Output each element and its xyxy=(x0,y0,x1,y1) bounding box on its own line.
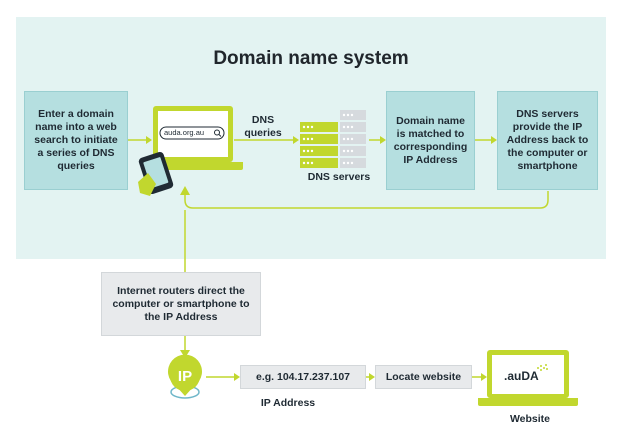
smartphone-icon xyxy=(138,151,174,196)
arrowhead-step2 xyxy=(380,136,386,144)
arrowhead-servers xyxy=(293,136,299,144)
ip-address-label: IP Address xyxy=(260,397,316,409)
arrowhead-ip xyxy=(180,350,190,358)
website-monitor-icon xyxy=(478,350,578,406)
website-label: Website xyxy=(509,413,551,425)
step1-box: Enter a domain name into a web search to… xyxy=(24,91,128,190)
arrowhead-locate xyxy=(369,373,375,381)
website-logo: .auDA xyxy=(504,369,539,383)
ip-pin-icon xyxy=(167,354,202,399)
dns-queries-label: DNS queries xyxy=(244,114,282,139)
arrowhead-step3 xyxy=(491,136,497,144)
locate-website-box: Locate website xyxy=(375,365,472,389)
ip-example-box: e.g. 104.17.237.107 xyxy=(240,365,366,389)
laptop-url: auda.org.au xyxy=(164,128,205,137)
step2-box: Domain name is matched to corresponding … xyxy=(386,91,475,190)
return-line xyxy=(184,191,549,209)
step3-box: DNS servers provide the IP Address back … xyxy=(497,91,598,190)
diagram-title: Domain name system xyxy=(213,48,409,69)
routers-box: Internet routers direct the computer or … xyxy=(101,272,261,336)
arrowhead-example xyxy=(234,373,240,381)
dns-servers-icon xyxy=(300,110,366,168)
return-arrowhead xyxy=(180,186,190,195)
dns-servers-label: DNS servers xyxy=(307,171,371,183)
arrowhead-step1 xyxy=(146,136,152,144)
arrowhead-website xyxy=(481,373,487,381)
ip-badge-label: IP xyxy=(177,368,193,385)
laptop-icon xyxy=(143,106,243,170)
